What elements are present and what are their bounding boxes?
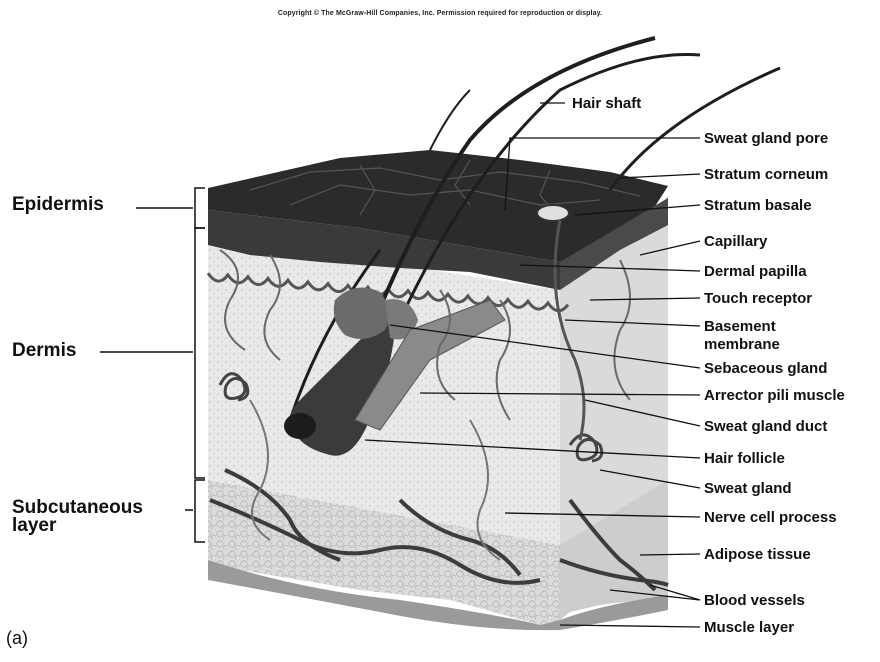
sebaceous-gland [334,288,389,340]
label-subcutaneous-line2: layer [12,517,56,535]
label-arrector-pili-muscle: Arrector pili muscle [704,387,845,404]
label-basement-line2: membrane [704,336,780,353]
label-dermis: Dermis [12,342,76,360]
label-hair-shaft: Hair shaft [572,95,641,112]
label-basement-line1: Basement [704,318,776,335]
label-sweat-gland: Sweat gland [704,480,792,497]
label-adipose-tissue: Adipose tissue [704,546,811,563]
label-blood-vessels: Blood vessels [704,592,805,609]
hair-bulb [284,413,316,439]
label-sweat-gland-duct: Sweat gland duct [704,418,827,435]
label-stratum-corneum: Stratum corneum [704,166,828,183]
label-epidermis: Epidermis [12,196,104,214]
label-touch-receptor: Touch receptor [704,290,812,307]
sweat-gland-pore [537,205,569,221]
left-brackets [100,188,205,542]
label-dermal-papilla: Dermal papilla [704,263,807,280]
label-muscle-layer: Muscle layer [704,619,794,636]
label-hair-follicle: Hair follicle [704,450,785,467]
label-sweat-gland-pore: Sweat gland pore [704,130,828,147]
label-stratum-basale: Stratum basale [704,197,812,214]
label-nerve-cell-process: Nerve cell process [704,509,837,526]
label-capillary: Capillary [704,233,767,250]
label-sebaceous-gland: Sebaceous gland [704,360,827,377]
panel-label: (a) [6,628,28,649]
